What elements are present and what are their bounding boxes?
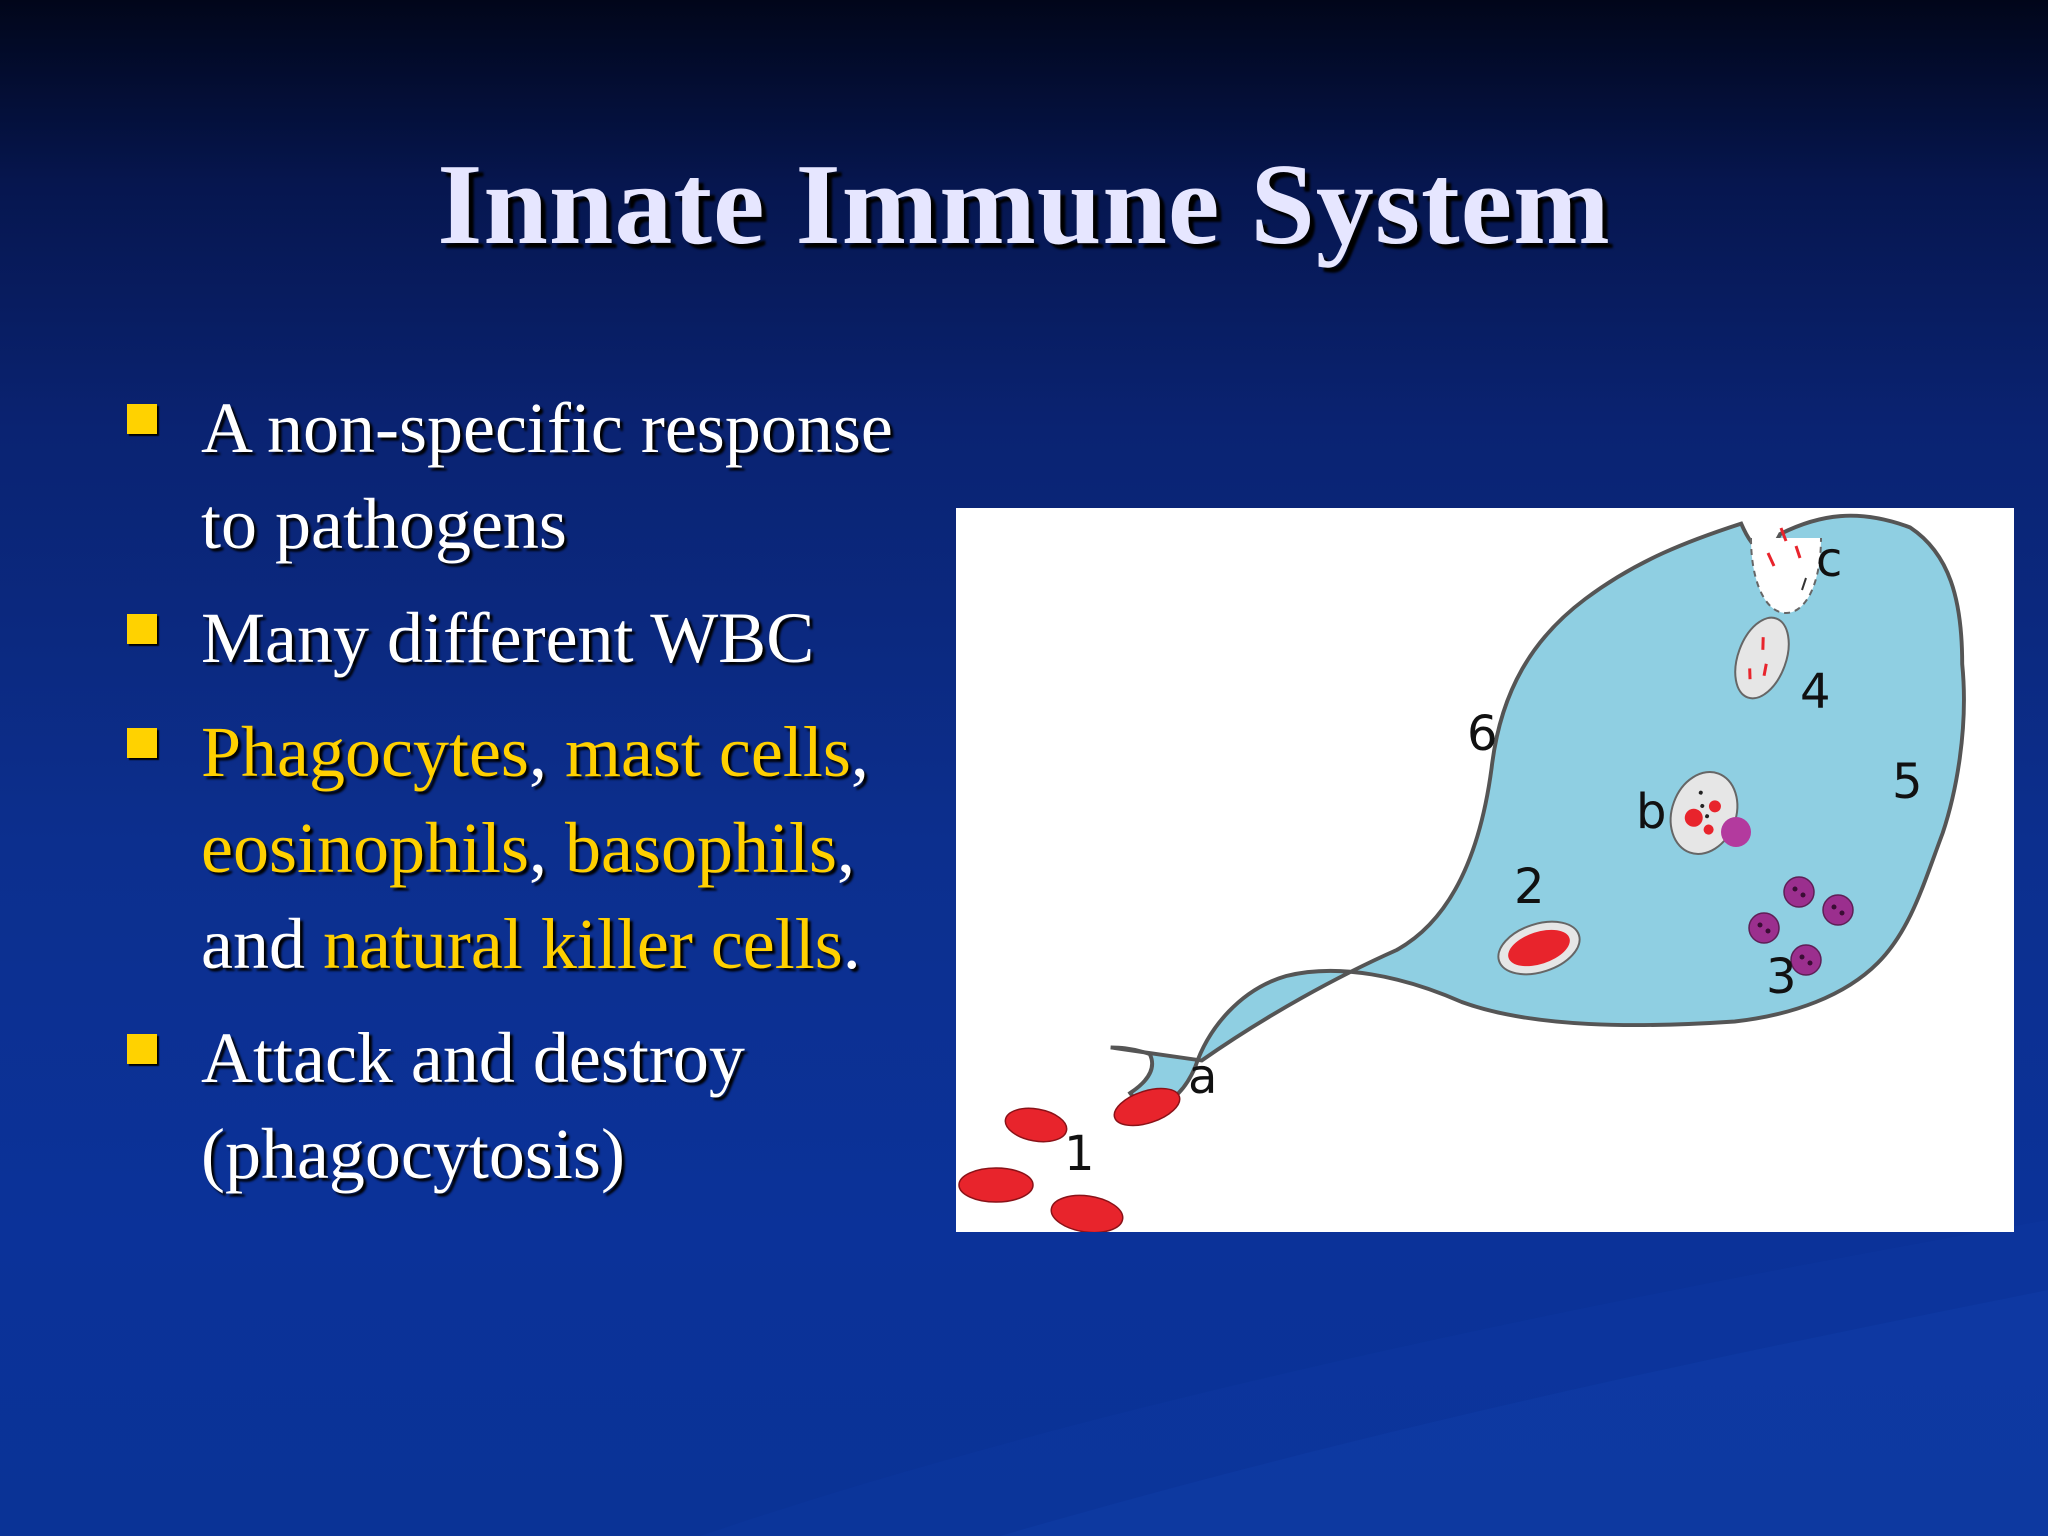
slide-title: Innate Immune System	[437, 141, 1611, 269]
bacteria	[958, 1087, 1181, 1232]
label-3: 3	[1766, 949, 1797, 1005]
label-5: 5	[1892, 754, 1923, 810]
label-6: 6	[1467, 706, 1498, 762]
residual-body	[1734, 616, 1790, 700]
bullet-item: Many different WBC	[126, 590, 966, 686]
bullet-item: A non-specific response to pathogens	[126, 380, 966, 572]
label-a: a	[1188, 1049, 1217, 1105]
highlighted-term: mast cells	[564, 712, 851, 792]
bullet-text: Attack and destroy (phagocytosis)	[201, 1018, 745, 1194]
bullet-text: ,	[850, 712, 869, 792]
bullet-item: Attack and destroy (phagocytosis)	[126, 1010, 966, 1202]
highlighted-term: natural killer cells	[322, 904, 843, 984]
highlighted-term: basophils	[565, 808, 838, 888]
bullet-text: A non-specific response to pathogens	[201, 388, 893, 564]
bullet-text: ,	[528, 712, 565, 792]
phagosome	[1497, 920, 1581, 976]
lysosome-granules	[1748, 876, 1854, 976]
phagocyte-cell	[1110, 513, 1966, 1108]
bullet-text: Many different WBC	[201, 598, 815, 678]
label-2: 2	[1514, 859, 1545, 915]
bullet-square-icon	[127, 1034, 157, 1064]
exocytosis-vesicle	[1750, 527, 1822, 615]
bullet-square-icon	[127, 728, 157, 758]
bullet-text: ,	[529, 808, 566, 888]
label-b: b	[1636, 784, 1666, 840]
highlighted-term: eosinophils	[201, 808, 530, 888]
bullet-text: .	[842, 904, 861, 984]
label-4: 4	[1800, 664, 1831, 720]
bullet-item: Phagocytes, mast cells, eosinophils, bas…	[126, 704, 966, 992]
bullet-text: , and	[201, 808, 856, 984]
lysosome-fusing	[1721, 817, 1751, 847]
label-1: 1	[1064, 1126, 1095, 1182]
bullet-square-icon	[127, 404, 157, 434]
phagolysosome	[1669, 771, 1739, 855]
bullet-square-icon	[127, 614, 157, 644]
phagocytosis-diagram: a b c 1 2 3 4 5 6	[956, 508, 2014, 1232]
label-c: c	[1816, 532, 1842, 588]
highlighted-term: Phagocytes	[201, 712, 529, 792]
granule-dots	[1757, 886, 1845, 966]
